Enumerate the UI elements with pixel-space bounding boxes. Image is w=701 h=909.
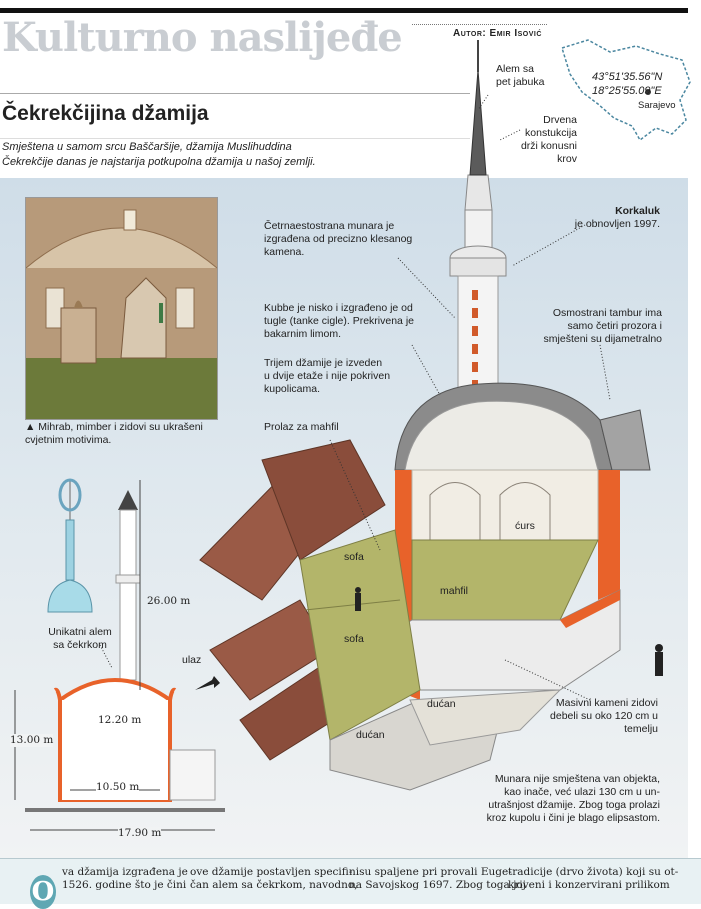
callout-roof: Drvena konstukcija drži konusni krov	[520, 114, 577, 165]
label-ducan-right: dućan	[427, 698, 456, 710]
body-column-3: nisu spaljene pri provali Euge- na Savoj…	[349, 866, 526, 891]
label-ducan-left: dućan	[356, 729, 385, 741]
section-title: Kulturno naslijeđe	[2, 14, 403, 61]
callout-prolaz: Prolaz za mahfil	[264, 421, 339, 433]
callout-minaret: Četrnaestostrana munara je izgrađena od …	[264, 220, 413, 258]
header-divider	[0, 93, 470, 94]
article-title: Čekrekčijina džamija	[2, 102, 209, 125]
map-coordinates: 43°51'35.56"N 18°25'55.09"E	[592, 71, 663, 97]
label-mahfil: mahfil	[440, 585, 469, 597]
dim-inner-height: 12.20 m	[98, 714, 142, 726]
body-column-2: ove džamije postavljen specifi- čan alem…	[190, 866, 358, 891]
title-divider	[0, 138, 470, 139]
mosque-illustration	[14, 40, 663, 831]
callout-korkaluk-title: Korkaluk	[615, 205, 660, 217]
dim-dome-width: 10.50 m	[96, 781, 140, 794]
interior-photo	[25, 197, 218, 420]
callout-kubbe: Kubbe je nisko i izgrađeno je od tugle (…	[264, 302, 414, 340]
body-column-1: va džamija izgrađena je 1526. godine što…	[62, 866, 188, 891]
map-city-label: Sarajevo	[638, 100, 676, 111]
dim-minaret-height: 26.00 m	[147, 595, 191, 607]
label-sofa-top: sofa	[344, 551, 364, 563]
author-byline: Autor: Emir Isović	[453, 28, 542, 39]
callout-walls: Masivni kameni zidovi debeli su oko 120 …	[550, 697, 658, 735]
article-lede: Smještena u samom srcu Baščaršije, džami…	[2, 141, 316, 168]
callout-alem: Alem sa pet jabuka	[496, 63, 545, 88]
callout-munara-position: Munara nije smještena van objekta, kao i…	[486, 773, 660, 824]
mosque-interior-image	[26, 198, 217, 419]
label-sofa-mid: sofa	[344, 633, 364, 645]
callout-korkaluk-text: je obnovljen 1997.	[574, 218, 660, 230]
author-divider	[412, 24, 547, 25]
dim-total-width: 17.90 m	[118, 827, 162, 840]
top-rule	[0, 8, 688, 13]
callout-tambur: Osmostrani tambur ima samo četiri prozor…	[543, 307, 662, 345]
dim-wall-height: 13.00 m	[10, 734, 54, 747]
bosnia-map-icon	[561, 39, 691, 142]
callout-trijem: Trijem džamije je izveden u dvije etaže …	[264, 357, 391, 395]
article-body-band	[0, 858, 701, 904]
callout-unique-alem: Unikatni alem sa čekrkom	[48, 626, 112, 651]
body-column-4: tradicije (drvo života) koji su ot- kriv…	[508, 866, 679, 891]
label-curs: ćurs	[515, 520, 535, 532]
photo-caption: ▲ Mihrab, mimber i zidovi su ukrašeni cv…	[25, 421, 203, 446]
label-ulaz: ulaz	[182, 654, 202, 666]
dropcap: O	[30, 875, 56, 909]
